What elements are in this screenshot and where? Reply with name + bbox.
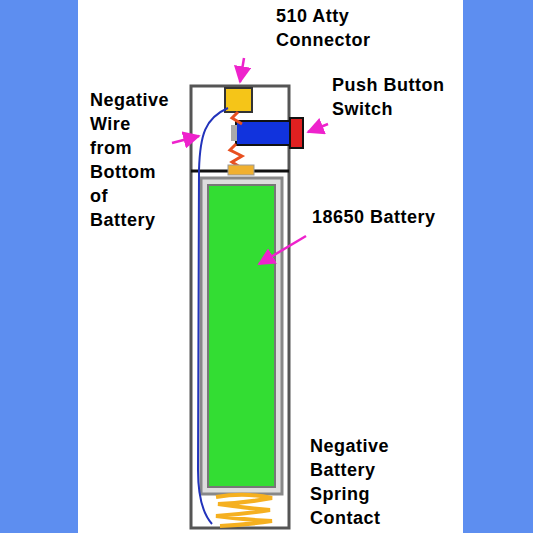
spring-contact <box>216 495 272 526</box>
negative-wire <box>198 108 228 524</box>
battery-label: 18650 Battery <box>312 205 436 229</box>
side-band <box>0 0 78 533</box>
spring-label: Negative Battery Spring Contact <box>310 434 389 530</box>
battery-case <box>201 178 282 494</box>
switch-label: Push Button Switch <box>332 73 460 121</box>
leader-arrow <box>240 58 244 82</box>
18650-battery <box>208 185 275 487</box>
wire-label: Negative Wire from Bottom of Battery <box>90 88 169 232</box>
connector-label: 510 Atty Connector <box>276 4 446 52</box>
positive-wire <box>230 112 242 167</box>
switch-contact <box>231 125 237 141</box>
tube-housing <box>191 86 289 528</box>
leader-arrow <box>259 236 306 264</box>
push-button-switch <box>236 121 290 145</box>
side-band <box>463 0 533 533</box>
switch-button <box>290 118 303 148</box>
leader-arrow <box>172 136 199 143</box>
atty-connector <box>225 88 252 112</box>
positive-terminal <box>228 165 254 175</box>
leader-arrow <box>308 124 328 132</box>
